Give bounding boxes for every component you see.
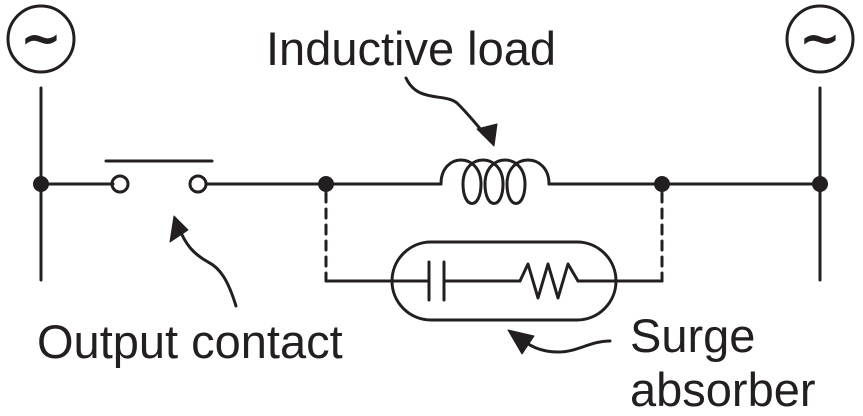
inductive-load-pointer-arrow bbox=[404, 76, 490, 140]
inductive-load-arrowhead bbox=[476, 123, 498, 147]
right-ac-source-circle bbox=[785, 4, 855, 74]
junction-dot-right-rail bbox=[812, 176, 828, 192]
output-contact-arrowhead bbox=[169, 215, 189, 243]
output-contact-label: Output contact bbox=[37, 315, 343, 368]
junction-dot-right-node bbox=[654, 176, 670, 192]
right-ac-source-symbol: ~ bbox=[799, 9, 841, 67]
left-ac-source-circle bbox=[6, 4, 76, 74]
surge-absorber-label-line1: Surge bbox=[630, 309, 756, 362]
junction-dot-left-node bbox=[318, 176, 334, 192]
output-contact-terminal-left bbox=[110, 174, 130, 194]
output-contact-pointer-arrow bbox=[176, 224, 238, 308]
left-ac-source-symbol: ~ bbox=[20, 9, 62, 67]
surge-absorber-arrowhead bbox=[507, 329, 535, 355]
surge-absorber-housing bbox=[390, 240, 618, 322]
output-contact-terminal-right bbox=[188, 174, 208, 194]
inductive-load-label: Inductive load bbox=[266, 22, 557, 75]
resistor-zigzag bbox=[518, 262, 580, 300]
junction-dot-left-rail bbox=[33, 176, 49, 192]
inductive-load-coil bbox=[439, 158, 551, 205]
surge-absorber-label-line2: absorber bbox=[630, 363, 816, 416]
